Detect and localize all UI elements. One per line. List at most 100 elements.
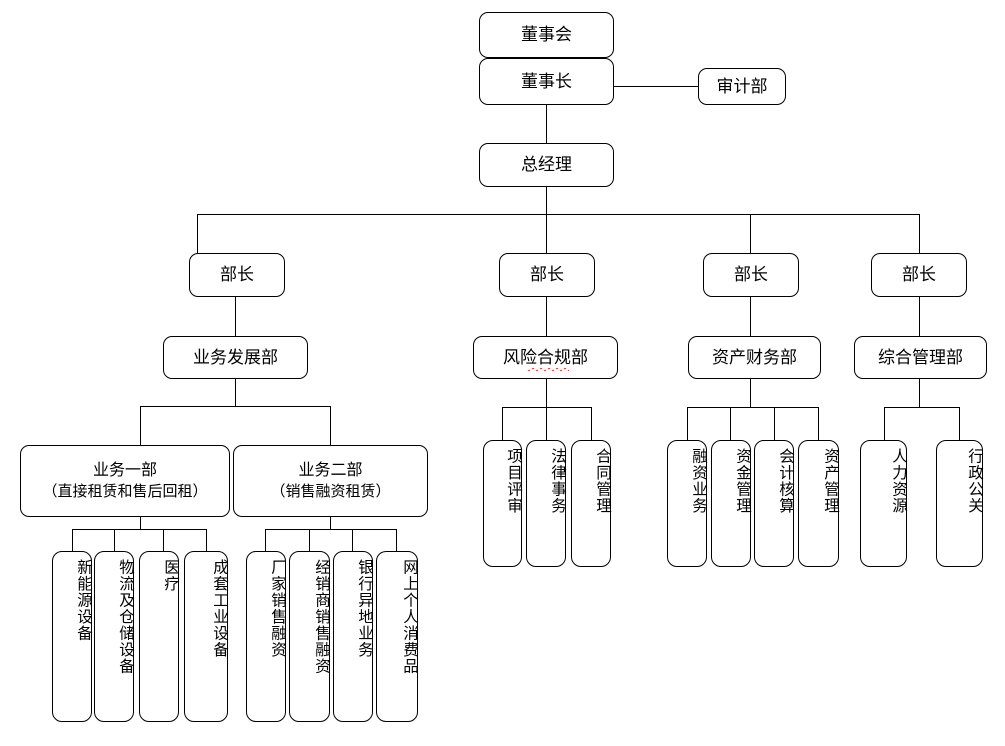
node-unit2-child-2[interactable]: 经销商销售融资 (289, 551, 330, 722)
node-chairman-label: 董事长 (521, 71, 572, 91)
node-board-label: 董事会 (521, 25, 572, 45)
node-business-unit-2-title: 业务二部 (298, 462, 363, 480)
connector-finance-child-3 (774, 407, 775, 440)
connector-unit1-child-1 (72, 529, 73, 551)
node-unit1-child-4[interactable]: 成套工业设备 (184, 551, 228, 722)
connector-bizdev-bus (235, 379, 236, 406)
node-director-2[interactable]: 部长 (499, 253, 595, 297)
connector-unit2-bus (330, 517, 331, 529)
node-risk-child-1-label: 项目评审 (505, 448, 522, 514)
node-risk-child-2[interactable]: 法律事务 (526, 440, 566, 567)
connector-chairman-audit (614, 86, 698, 87)
node-dept-general-management-label: 综合管理部 (878, 347, 963, 367)
node-unit1-child-3-label: 医疗 (162, 559, 179, 592)
node-unit1-child-4-label: 成套工业设备 (211, 559, 228, 658)
node-dept-business-development[interactable]: 业务发展部 (163, 336, 308, 379)
node-unit1-child-2-label: 物流及仓储设备 (117, 559, 134, 675)
node-business-unit-1[interactable]: 业务一部 （直接租赁和售后回租） (20, 445, 230, 517)
connector-admin-child-1 (884, 407, 885, 440)
connector-finance-bus (750, 379, 751, 407)
node-board[interactable]: 董事会 (479, 12, 614, 58)
node-admin-child-1[interactable]: 人力资源 (860, 440, 907, 567)
node-unit1-child-3[interactable]: 医疗 (139, 551, 179, 722)
node-finance-child-4-label: 资产管理 (822, 448, 839, 514)
spellcheck-underline (527, 368, 569, 371)
node-unit2-child-2-label: 经销商销售融资 (313, 559, 330, 675)
node-business-unit-2[interactable]: 业务二部 （销售融资租赁） (233, 445, 428, 517)
connector-bus-director-4 (919, 214, 920, 253)
connector-unit2-child-1 (265, 529, 266, 551)
node-general-manager[interactable]: 总经理 (479, 143, 614, 187)
connector-director3-dept (750, 297, 751, 336)
node-director-1-label: 部长 (220, 265, 254, 285)
node-director-3-label: 部长 (734, 265, 768, 285)
node-unit2-child-4-label: 网上个人消费品 (401, 559, 418, 675)
connector-finance-child-2 (730, 407, 731, 440)
node-unit2-child-4[interactable]: 网上个人消费品 (376, 551, 418, 722)
connector-unit2-child-2 (309, 529, 310, 551)
node-director-3[interactable]: 部长 (703, 253, 799, 297)
connector-bus-unit2 (330, 406, 331, 445)
node-finance-child-2[interactable]: 资金管理 (711, 440, 751, 567)
connector-risk-bus (546, 379, 547, 407)
node-director-1[interactable]: 部长 (189, 253, 285, 297)
node-business-unit-1-subtitle: （直接租赁和售后回租） (42, 483, 208, 500)
connector-unit2-child-4 (396, 529, 397, 551)
node-unit1-child-1[interactable]: 新能源设备 (52, 551, 92, 722)
node-finance-child-1-label: 融资业务 (690, 448, 707, 514)
connector-unit1-bus (140, 517, 141, 529)
node-dept-risk-compliance[interactable]: 风险合规部 (473, 336, 618, 379)
node-admin-child-2[interactable]: 行政公关 (936, 440, 983, 567)
connector-bus-director-2 (546, 214, 547, 253)
connector-director1-dept (235, 297, 236, 336)
node-unit2-child-1-label: 厂家销售融资 (269, 559, 286, 658)
node-dept-general-management[interactable]: 综合管理部 (854, 336, 987, 379)
node-business-unit-2-subtitle: （销售融资租赁） (270, 483, 391, 500)
node-audit-label: 审计部 (716, 76, 768, 96)
node-dept-asset-finance-label: 资产财务部 (712, 347, 797, 367)
connector-chairman-gm (546, 105, 547, 143)
node-director-2-label: 部长 (530, 265, 564, 285)
node-dept-asset-finance[interactable]: 资产财务部 (688, 336, 821, 379)
connector-bus-director-1 (197, 214, 198, 253)
connector-director4-dept (919, 297, 920, 336)
node-unit2-child-3[interactable]: 银行异地业务 (333, 551, 373, 722)
connector-finance-child-1 (687, 407, 688, 440)
node-director-4[interactable]: 部长 (871, 253, 967, 297)
connector-unit2-child-3 (352, 529, 353, 551)
node-audit[interactable]: 审计部 (698, 68, 786, 105)
node-finance-child-3[interactable]: 会计核算 (754, 440, 794, 567)
node-risk-child-1[interactable]: 项目评审 (483, 440, 522, 567)
node-unit2-child-1[interactable]: 厂家销售融资 (246, 551, 286, 722)
connector-admin-child-2 (959, 407, 960, 440)
node-chairman[interactable]: 董事长 (479, 58, 614, 105)
node-business-unit-1-title: 业务一部 (92, 462, 157, 480)
bus-unit1-children (72, 529, 207, 530)
bus-admin-children (884, 407, 960, 408)
connector-bus-unit1 (140, 406, 141, 445)
connector-risk-child-2 (546, 407, 547, 440)
connector-unit1-child-4 (206, 529, 207, 551)
node-risk-child-2-label: 法律事务 (549, 448, 566, 514)
bus-business-units (140, 406, 331, 407)
connector-finance-child-4 (818, 407, 819, 440)
connector-gm-bus (546, 187, 547, 214)
connector-unit1-child-2 (114, 529, 115, 551)
node-dept-business-development-label: 业务发展部 (193, 347, 278, 367)
bus-main (197, 214, 920, 215)
connector-risk-child-3 (591, 407, 592, 440)
node-risk-child-3-label: 合同管理 (594, 448, 611, 514)
connector-bus-director-3 (750, 214, 751, 253)
node-finance-child-3-label: 会计核算 (777, 448, 794, 514)
node-risk-child-3[interactable]: 合同管理 (571, 440, 611, 567)
node-general-manager-label: 总经理 (521, 155, 572, 175)
node-dept-risk-compliance-label: 风险合规部 (503, 347, 588, 367)
node-admin-child-2-label: 行政公关 (966, 448, 983, 514)
node-finance-child-1[interactable]: 融资业务 (667, 440, 707, 567)
node-admin-child-1-label: 人力资源 (890, 448, 907, 514)
connector-unit1-child-3 (163, 529, 164, 551)
connector-risk-child-1 (502, 407, 503, 440)
node-finance-child-4[interactable]: 资产管理 (798, 440, 839, 567)
node-unit1-child-2[interactable]: 物流及仓储设备 (94, 551, 134, 722)
